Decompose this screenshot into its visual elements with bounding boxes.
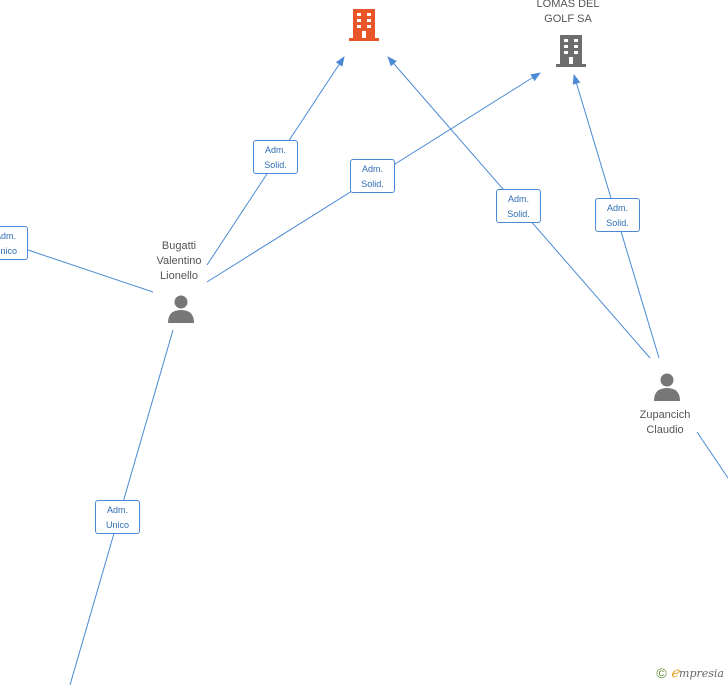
person-icon[interactable] xyxy=(652,372,682,402)
role-badge: Adm. Unico xyxy=(95,500,140,534)
person-zupancich-label[interactable]: Zupancich Claudio xyxy=(639,409,691,436)
footer-brand: © ℯmpresia xyxy=(656,665,724,681)
person-bugatti-label[interactable]: Bugatti Valentino Lionello xyxy=(156,240,202,282)
edge-left-bugatti xyxy=(27,249,154,293)
role-badge: Adm. Solid. xyxy=(253,140,298,174)
building-icon[interactable] xyxy=(348,7,380,41)
building-icon[interactable] xyxy=(555,33,587,67)
person-icon[interactable] xyxy=(166,294,196,324)
role-badge: Adm. Unico xyxy=(0,226,28,260)
copyright-symbol: © xyxy=(656,665,667,681)
edge-zupancich-right xyxy=(696,431,728,479)
brand-logo: ℯmpresia xyxy=(670,665,724,681)
role-badge: Adm. Solid. xyxy=(350,159,395,193)
role-badge: Adm. Solid. xyxy=(595,198,640,232)
role-badge: Adm. Solid. xyxy=(496,189,541,223)
company-lomas-label[interactable]: LOMAS DEL GOLF SA xyxy=(536,0,600,25)
